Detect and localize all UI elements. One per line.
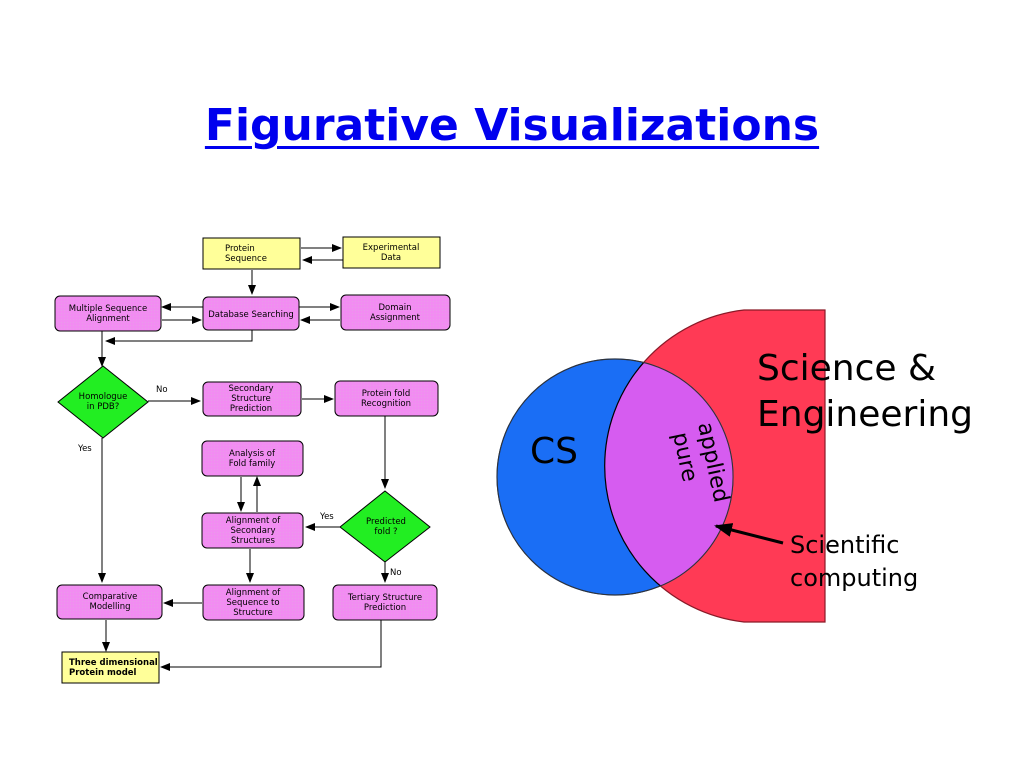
- node-label-line: Protein model: [69, 668, 137, 678]
- edge-tertiary-to-3d: [160, 620, 382, 671]
- node-analysis-of-fold-family: Analysis of Fold family: [201, 440, 304, 477]
- node-database-searching: Database Searching: [202, 296, 300, 331]
- node-label-line: Alignment of: [226, 588, 281, 598]
- node-label-line: Fold family: [229, 459, 275, 469]
- venn-science-label-2: Engineering: [757, 394, 973, 435]
- node-label-line: Structure: [233, 608, 273, 618]
- node-label-line: Secondary: [230, 526, 275, 536]
- node-label-line: Tertiary Structure: [347, 593, 422, 603]
- node-label-line: Secondary: [228, 384, 273, 394]
- node-label-line: Sequence: [225, 254, 267, 264]
- node-label-line: Three dimensional: [69, 658, 158, 668]
- flowchart-edges: [98, 244, 389, 671]
- edge-label-predicted-no: No: [390, 568, 402, 578]
- node-multiple-sequence-alignment: Multiple Sequence Alignment: [54, 295, 162, 332]
- node-label-line: Comparative: [83, 592, 138, 602]
- node-label-line: Assignment: [370, 313, 421, 323]
- edge-label-homologue-yes: Yes: [77, 444, 92, 454]
- node-label-line: Multiple Sequence: [69, 304, 147, 314]
- node-protein-sequence: Protein Sequence: [202, 237, 301, 270]
- node-predicted-fold: Predicted fold ?: [339, 490, 431, 563]
- node-label-line: Alignment: [86, 314, 130, 324]
- node-domain-assignment: Domain Assignment: [340, 294, 451, 331]
- node-label-line: Experimental: [363, 243, 420, 253]
- venn-cs-label: CS: [530, 431, 578, 472]
- node-three-dimensional-protein-model: Three dimensional Protein model: [61, 651, 160, 684]
- node-label-line: Prediction: [230, 404, 272, 414]
- node-alignment-of-secondary-structures: Alignment of Secondary Structures: [201, 512, 304, 549]
- node-comparative-modelling: Comparative Modelling: [56, 584, 163, 620]
- venn-callout-line-1: Scientific: [790, 531, 899, 559]
- venn-science-label-1: Science &: [757, 348, 936, 389]
- node-label-line: fold ?: [374, 527, 397, 537]
- node-experimental-data: Experimental Data: [342, 236, 441, 269]
- node-homologue-in-pdb: Homologue in PDB?: [57, 365, 149, 439]
- node-protein-fold-recognition: Protein fold Recognition: [334, 380, 439, 417]
- page-title: Figurative Visualizations: [204, 100, 820, 151]
- edge-db-down-left: [105, 330, 253, 345]
- edge-label-predicted-yes: Yes: [319, 512, 334, 522]
- node-label-line: Structures: [231, 536, 276, 546]
- node-label-line: Database Searching: [208, 310, 294, 320]
- node-label-line: Domain: [379, 303, 412, 313]
- node-label-line: Protein fold: [362, 389, 410, 399]
- venn-callout-line-2: computing: [790, 564, 918, 592]
- node-secondary-structure-prediction: Secondary Structure Prediction: [202, 381, 302, 417]
- node-label-line: Homologue: [79, 392, 128, 402]
- node-label-line: Recognition: [361, 399, 411, 409]
- node-label-line: Alignment of: [226, 516, 281, 526]
- node-label-line: Protein: [225, 244, 255, 254]
- node-label-line: Sequence to: [226, 598, 279, 608]
- edge-label-homologue-no: No: [156, 385, 168, 395]
- node-label-line: Predicted: [366, 517, 406, 527]
- node-alignment-of-sequence-to-structure: Alignment of Sequence to Structure: [202, 584, 305, 621]
- node-label-line: Prediction: [364, 603, 406, 613]
- node-tertiary-structure-prediction: Tertiary Structure Prediction: [332, 584, 438, 621]
- venn-diagram: CS Science & Engineering applied pure Sc…: [496, 309, 973, 623]
- node-label-line: Structure: [231, 394, 271, 404]
- node-label-line: Modelling: [89, 602, 130, 612]
- node-label-line: in PDB?: [87, 402, 119, 412]
- flowchart: No Yes Yes No Protein Sequence Experimen…: [54, 236, 451, 684]
- node-label-line: Analysis of: [229, 449, 276, 459]
- venn-callout-arrow: [714, 523, 784, 545]
- venn-overlap-region: [604, 359, 733, 595]
- node-label-line: Data: [381, 253, 401, 263]
